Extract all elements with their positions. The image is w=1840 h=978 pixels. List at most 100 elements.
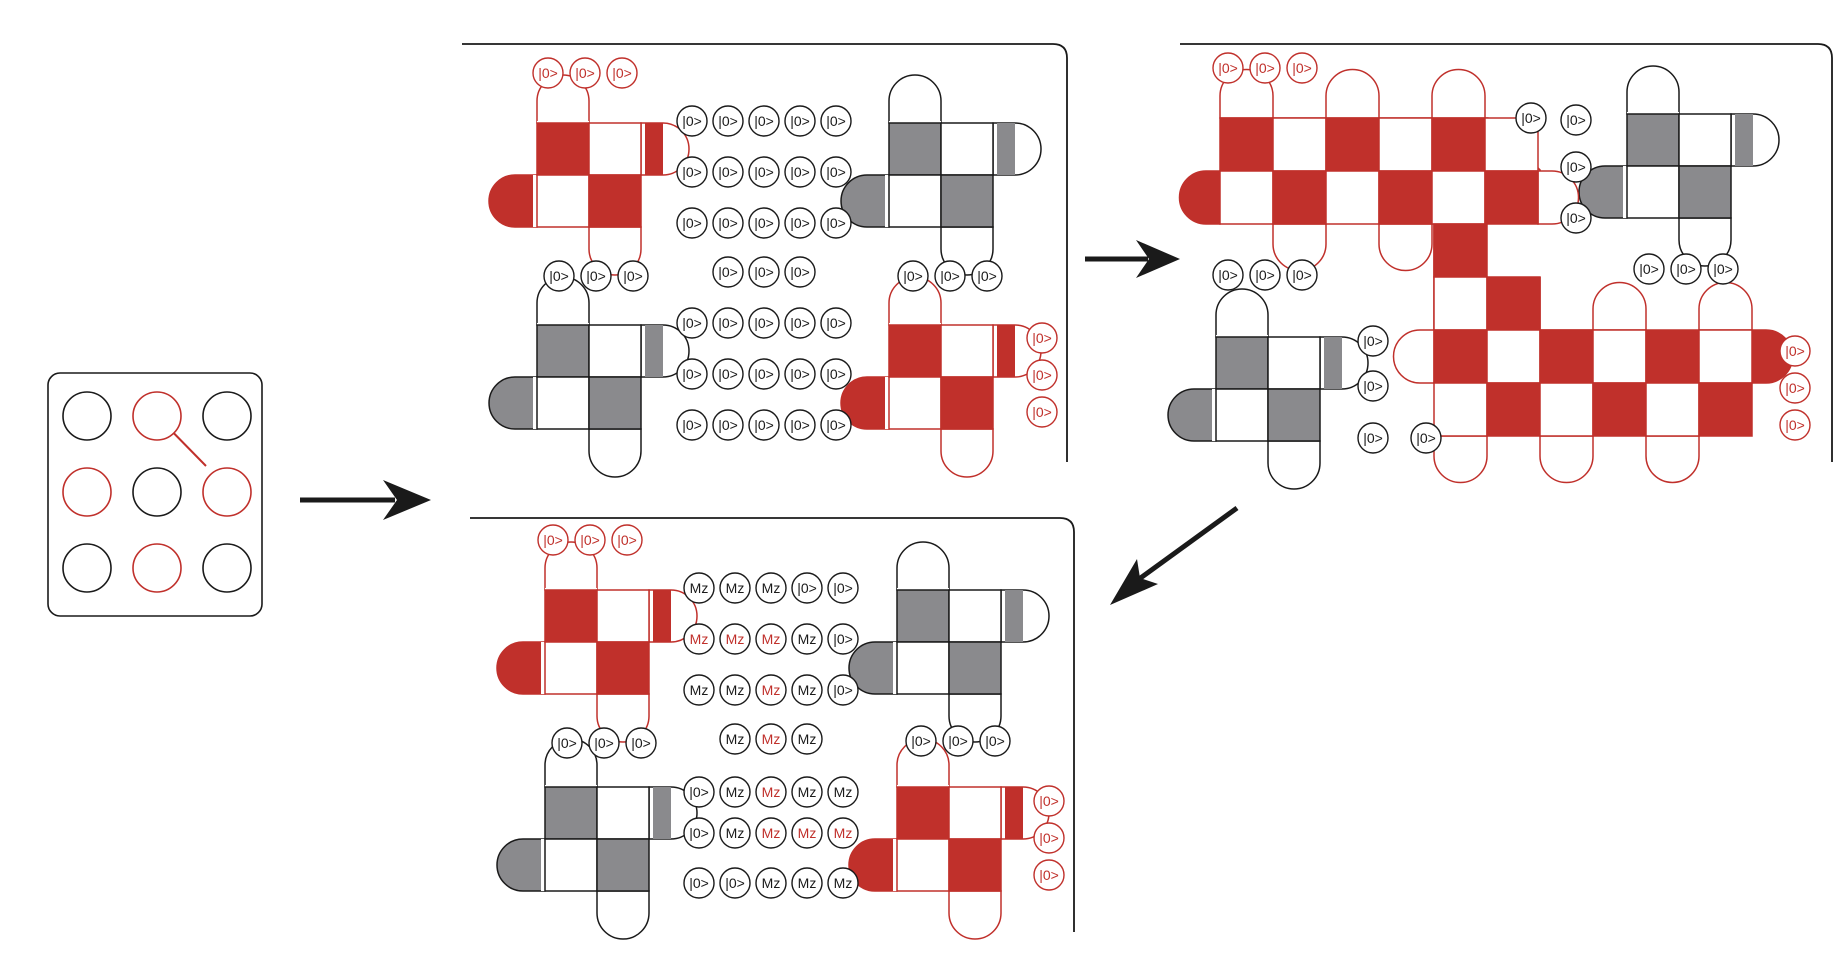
- qubit-circle: [574, 524, 606, 556]
- qubit-state-label: |0>: [748, 207, 780, 239]
- qubit-label-text: Mz: [726, 580, 745, 596]
- qubit-label-text: |0>: [549, 268, 569, 284]
- boundary-stabilizer: [588, 428, 642, 478]
- plaquette-cell: [1215, 336, 1269, 390]
- qubit-state-label: Mz: [755, 817, 787, 849]
- qubit-label-text: Mz: [726, 631, 745, 647]
- qubit-label-text: Mz: [762, 784, 781, 800]
- qubit-state-label: |0>: [1286, 52, 1318, 84]
- boundary-stabilizer: [496, 838, 546, 892]
- plaquette-cell: [1592, 382, 1647, 437]
- qubit-label-text: |0>: [1292, 267, 1312, 283]
- qubit-state-label: |0>: [979, 725, 1011, 757]
- qubit-state-label: |0>: [748, 307, 780, 339]
- qubit-label-text: |0>: [557, 735, 577, 751]
- qubit-label-text: |0>: [575, 65, 595, 81]
- qubit-circle: [748, 358, 780, 390]
- logical-qubit-circle: [62, 543, 112, 593]
- qubit-circle: [1357, 325, 1389, 357]
- qubit-label-text: Mz: [762, 731, 781, 747]
- qubit-circle: [569, 57, 601, 89]
- qubit-state-label: Mz: [683, 572, 715, 604]
- qubit-state-label: |0>: [625, 727, 657, 759]
- cap-fill: [1324, 337, 1342, 389]
- qubit-circle: [827, 623, 859, 655]
- qubit-circle: [588, 727, 620, 759]
- cap-gap: [541, 642, 545, 694]
- plaquette-cell: [888, 376, 942, 430]
- qubit-state-label: |0>: [1560, 151, 1592, 183]
- qubit-label-text: |0>: [1363, 378, 1383, 394]
- qubit-label-text: |0>: [718, 366, 738, 382]
- qubit-state-label: |0>: [784, 105, 816, 137]
- qubit-state-label: |0>: [748, 156, 780, 188]
- logical-patch: [488, 74, 690, 276]
- qubit-circle: [748, 256, 780, 288]
- qubit-circle: [1026, 359, 1058, 391]
- boundary-stabilizer: [1267, 440, 1321, 490]
- qubit-label-text: |0>: [580, 532, 600, 548]
- qubit-circle: [1286, 259, 1318, 291]
- plaquette-cell: [588, 324, 642, 378]
- qubit-label-text: |0>: [1218, 267, 1238, 283]
- plaquette-cell: [1378, 117, 1433, 172]
- qubit-state-label: |0>: [820, 207, 852, 239]
- qubit-circle: [712, 105, 744, 137]
- boundary-stabilizer: [1431, 68, 1486, 119]
- plaquette-cell: [1272, 117, 1327, 172]
- qubit-circle: [712, 207, 744, 239]
- qubit-state-label: |0>: [1357, 325, 1389, 357]
- qubit-circle: [719, 776, 751, 808]
- boundary-stabilizer: [1433, 435, 1488, 484]
- qubit-label-text: Mz: [798, 825, 817, 841]
- qubit-circle: [1515, 102, 1547, 134]
- qubit-circle: [755, 674, 787, 706]
- qubit-circle: [755, 776, 787, 808]
- plaquette-cell: [1267, 336, 1321, 390]
- qubit-circle: [1633, 253, 1665, 285]
- qubit-circle: [1249, 52, 1281, 84]
- qubit-state-label: |0>: [1515, 102, 1547, 134]
- qubit-label-text: |0>: [1566, 112, 1586, 128]
- qubit-label-text: |0>: [689, 825, 709, 841]
- logical-qubit-circle: [132, 467, 182, 517]
- plaquette-cell: [896, 838, 950, 892]
- qubit-state-label: |0>: [820, 409, 852, 441]
- qubit-state-label: |0>: [820, 105, 852, 137]
- qubit-label-text: |0>: [790, 264, 810, 280]
- boundary-stabilizer: [496, 641, 546, 695]
- cap-fill: [645, 123, 663, 175]
- qubit-label-text: |0>: [718, 113, 738, 129]
- qubit-label-text: |0>: [833, 580, 853, 596]
- cap-gap: [533, 377, 537, 429]
- qubit-circle: [580, 260, 612, 292]
- qubit-circle: [942, 725, 974, 757]
- qubit-circle: [719, 817, 751, 849]
- plaquette-cell: [940, 376, 994, 430]
- boundary-stabilizer: [1325, 68, 1380, 119]
- qubit-state-label: Mz: [719, 674, 751, 706]
- logical-patch: [488, 276, 690, 478]
- qubit-state-label: |0>: [784, 256, 816, 288]
- qubit-circle: [820, 105, 852, 137]
- qubit-label-text: Mz: [726, 731, 745, 747]
- qubit-state-label: |0>: [683, 817, 715, 849]
- cap-gap: [541, 839, 545, 891]
- qubit-circle: [537, 524, 569, 556]
- qubit-circle: [1033, 822, 1065, 854]
- qubit-state-label: |0>: [820, 307, 852, 339]
- boundary-stabilizer: [848, 641, 898, 695]
- cap-gap: [893, 839, 897, 891]
- qubit-circle: [719, 674, 751, 706]
- qubit-label-text: |0>: [682, 366, 702, 382]
- cap-gap: [533, 175, 537, 227]
- qubit-label-text: |0>: [1785, 417, 1805, 433]
- qubit-state-label: Mz: [719, 572, 751, 604]
- qubit-state-label: |0>: [1410, 422, 1442, 454]
- qubit-state-label: |0>: [1357, 422, 1389, 454]
- boundary-stabilizer: [1678, 217, 1732, 267]
- qubit-label-text: |0>: [797, 580, 817, 596]
- plaquette-cell: [1325, 117, 1380, 172]
- qubit-circle: [1410, 422, 1442, 454]
- qubit-state-label: |0>: [827, 623, 859, 655]
